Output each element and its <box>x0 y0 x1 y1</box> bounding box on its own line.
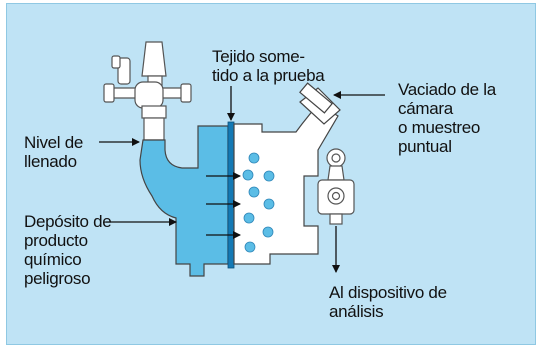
label-drain: Vaciado de la cámara o muestreo puntual <box>398 80 496 156</box>
sampling-valve <box>317 148 355 225</box>
label-reservoir: Depósito de producto químico peligroso <box>24 212 112 288</box>
label-fill-level: Nivel de llenado <box>24 133 84 171</box>
test-fabric-membrane <box>227 121 235 269</box>
label-fabric: Tejido some- tido a la prueba <box>212 47 325 85</box>
label-analysis: Al dispositivo de análisis <box>329 283 447 321</box>
chemical-reservoir <box>139 125 229 277</box>
stopcock-valve <box>103 41 192 141</box>
sampling-chamber <box>233 82 341 265</box>
bubbles <box>242 152 275 253</box>
